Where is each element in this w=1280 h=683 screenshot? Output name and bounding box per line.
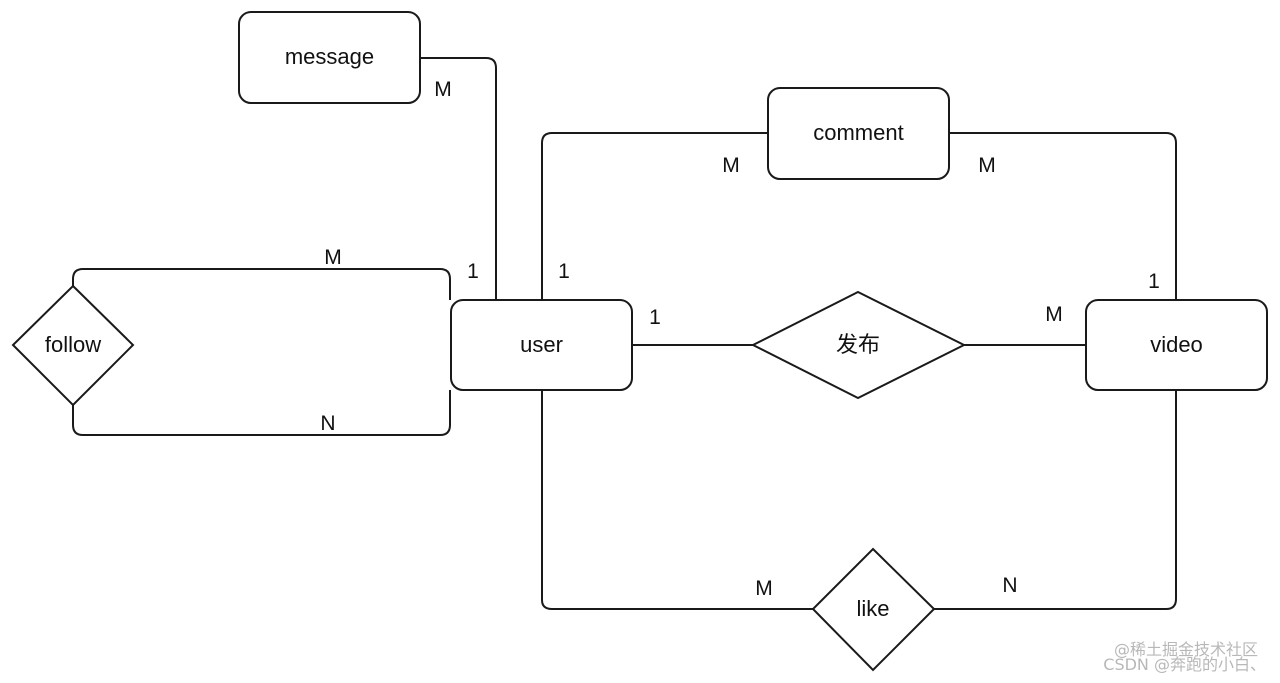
cardinality-labels: M 1 M M 1 1 M N 1 M M N	[320, 78, 1159, 600]
relationship-like-label: like	[856, 596, 889, 621]
card-comment-video-1: 1	[1148, 270, 1160, 293]
follow-user-top-edge	[72, 268, 451, 300]
card-follow-n: N	[320, 412, 335, 435]
relationship-publish-label: 发布	[836, 332, 880, 357]
watermark-line2: CSDN @奔跑的小白、	[1103, 655, 1266, 674]
entity-user-label: user	[520, 332, 563, 357]
user-like-edge	[541, 390, 813, 610]
card-comment-video-m: M	[978, 154, 996, 177]
card-message-user-m: M	[434, 78, 452, 101]
relationship-publish[interactable]: 发布	[750, 290, 967, 400]
entity-message[interactable]: message	[238, 11, 421, 104]
entity-comment-label: comment	[813, 120, 903, 145]
card-comment-user-1: 1	[558, 260, 570, 283]
card-like-user-m: M	[755, 577, 773, 600]
entity-video[interactable]: video	[1085, 299, 1268, 391]
relationship-follow[interactable]: follow	[11, 284, 135, 407]
card-comment-user-m: M	[722, 154, 740, 177]
comment-user-edge	[541, 132, 768, 300]
card-follow-m: M	[324, 246, 342, 269]
message-user-edge	[420, 57, 497, 300]
card-message-user-1: 1	[467, 260, 479, 283]
connectors	[72, 57, 1177, 610]
card-like-video-n: N	[1002, 574, 1017, 597]
relationship-follow-label: follow	[45, 332, 101, 357]
entity-message-label: message	[285, 44, 374, 69]
comment-video-edge	[949, 132, 1177, 300]
entity-user[interactable]: user	[450, 299, 633, 391]
card-publish-user-1: 1	[649, 306, 661, 329]
like-video-edge	[934, 390, 1177, 610]
watermark-line1: @稀土掘金技术社区	[1114, 640, 1258, 659]
entity-video-label: video	[1150, 332, 1203, 357]
card-publish-video-m: M	[1045, 303, 1063, 326]
relationship-like[interactable]: like	[811, 547, 936, 672]
entity-comment[interactable]: comment	[767, 87, 950, 180]
watermark: @稀土掘金技术社区 CSDN @奔跑的小白、	[1103, 640, 1266, 674]
follow-user-bottom-edge	[72, 390, 451, 436]
